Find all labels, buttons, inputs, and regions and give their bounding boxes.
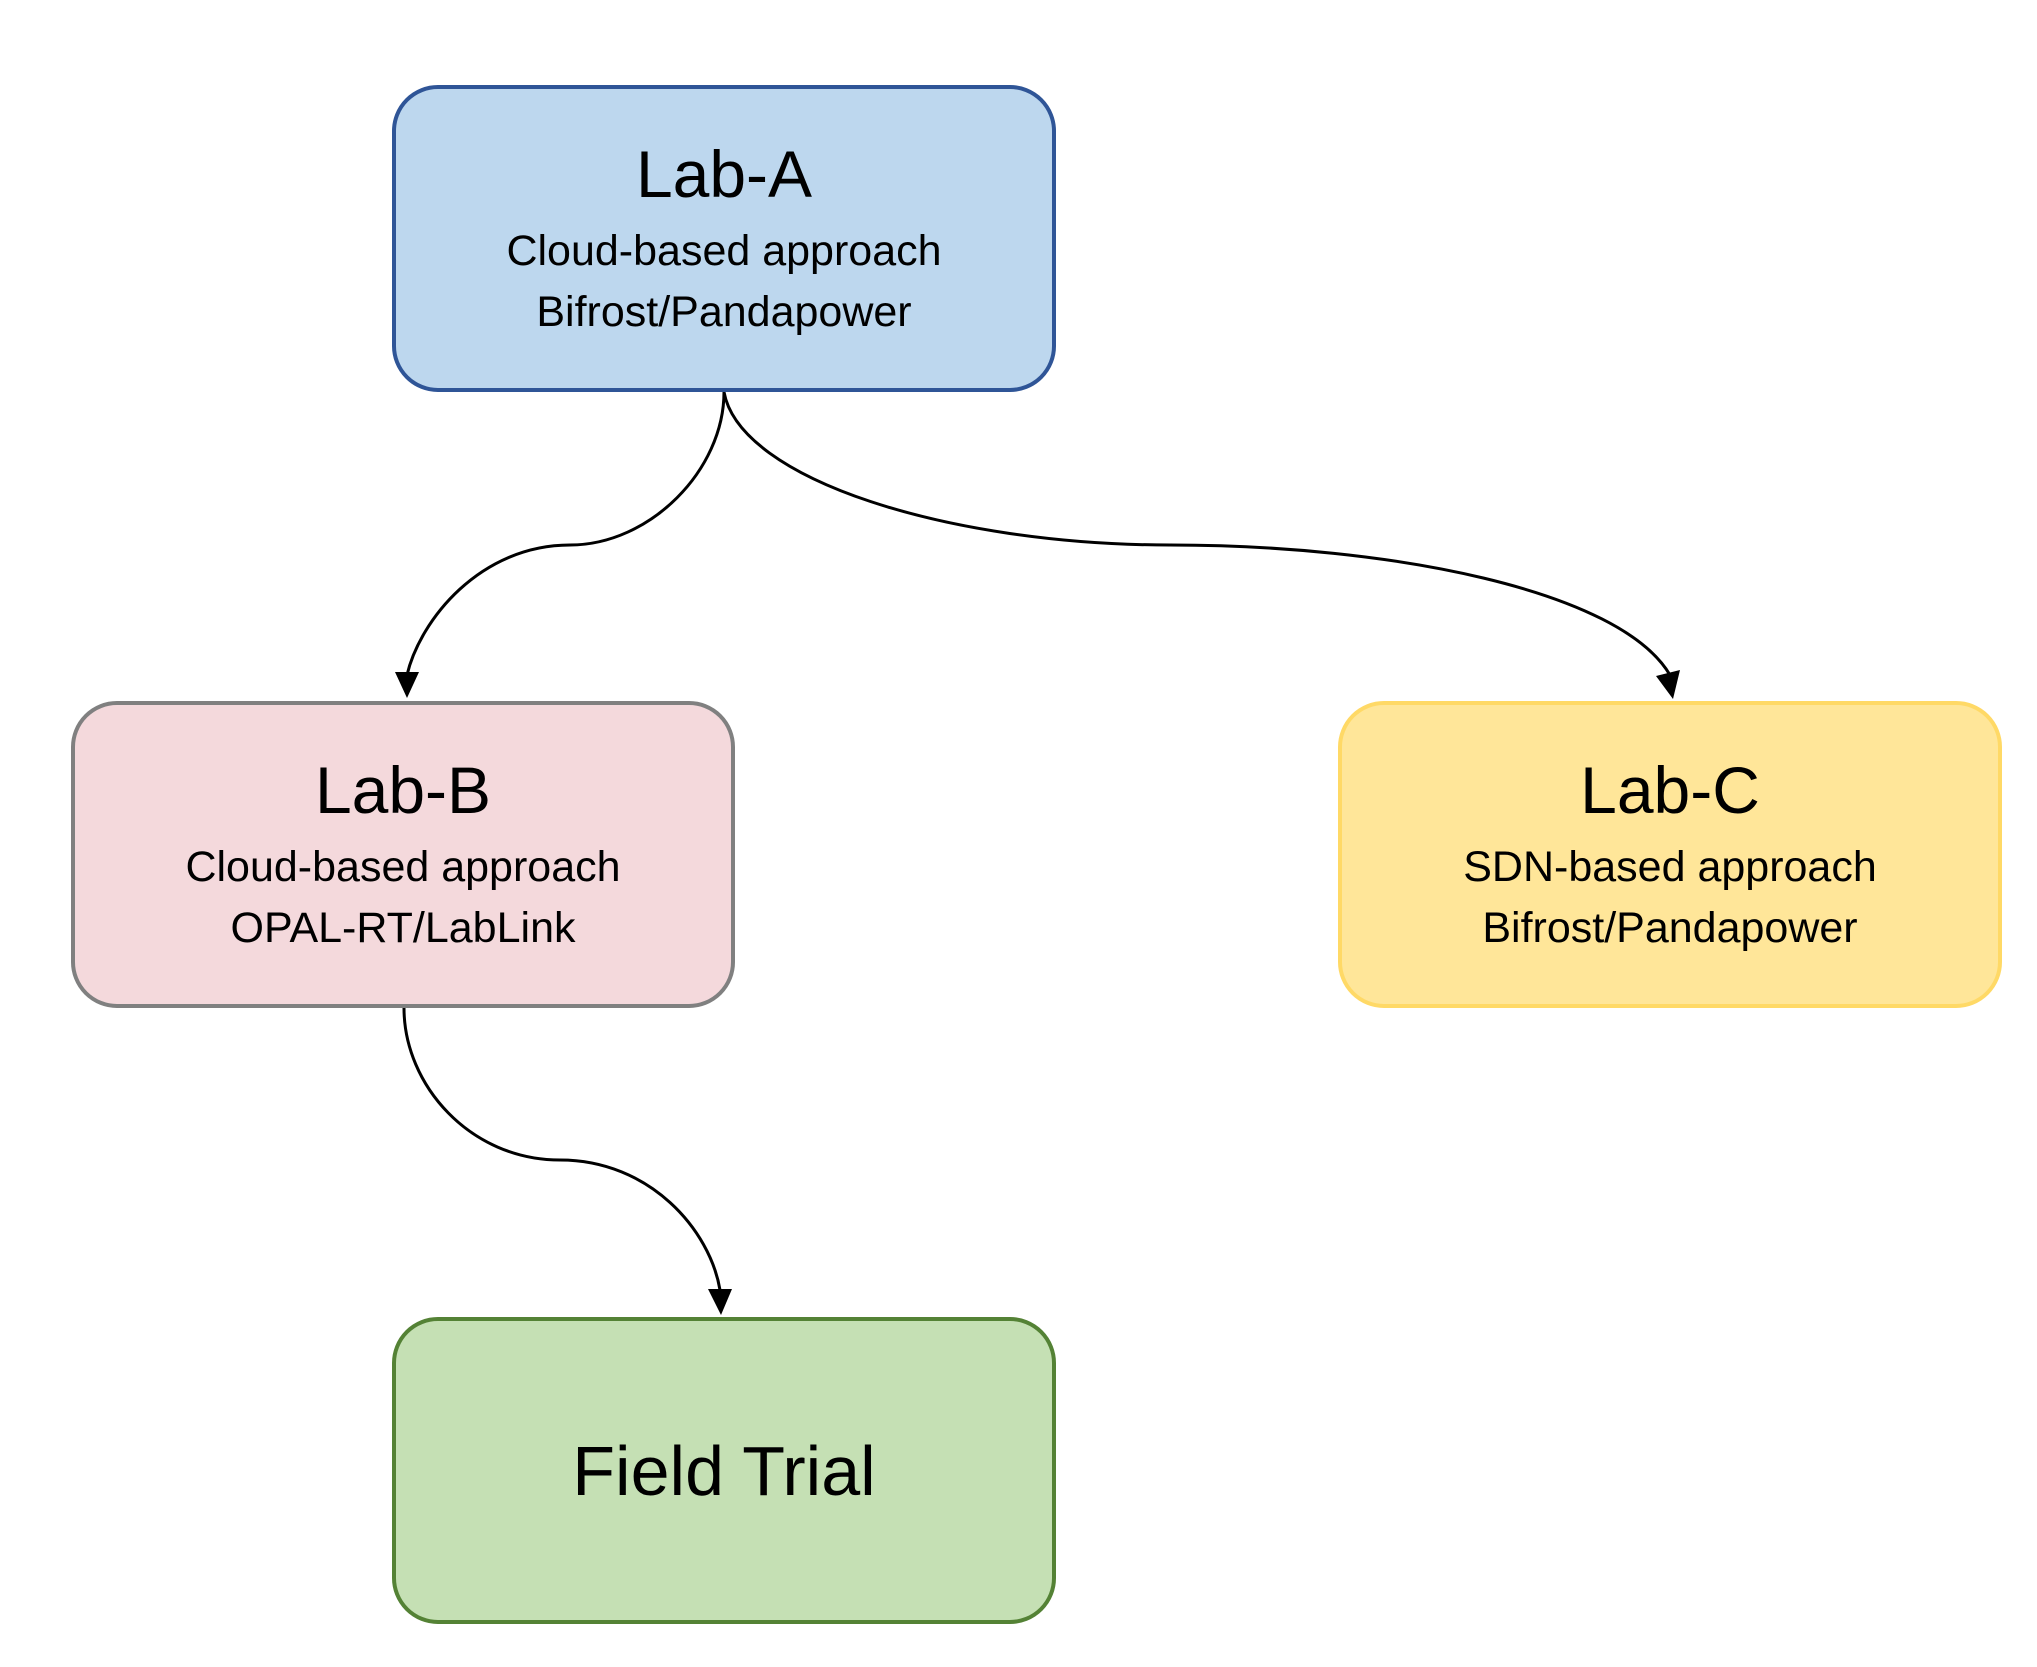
- arrowhead-field-trial: [708, 1289, 732, 1315]
- node-lab-a: Lab-A Cloud-based approach Bifrost/Panda…: [392, 85, 1056, 392]
- node-tools: Bifrost/Pandapower: [1482, 903, 1858, 952]
- node-approach: Cloud-based approach: [506, 226, 942, 275]
- node-title: Lab-C: [1580, 752, 1760, 827]
- node-field-trial: Field Trial: [392, 1317, 1056, 1624]
- edge-lab-a-to-lab-c: [722, 391, 1672, 676]
- node-approach: SDN-based approach: [1463, 842, 1877, 891]
- node-title: Lab-B: [314, 752, 492, 827]
- node-tools: OPAL-RT/LabLink: [230, 903, 576, 952]
- arrowhead-lab-c: [1656, 670, 1680, 699]
- node-tools: Bifrost/Pandapower: [536, 287, 912, 336]
- node-lab-b: Lab-B Cloud-based approach OPAL-RT/LabLi…: [71, 701, 735, 1008]
- arrowhead-lab-b: [395, 672, 419, 698]
- edge-lab-b-to-field-trial: [402, 1007, 722, 1291]
- node-approach: Cloud-based approach: [185, 842, 621, 891]
- node-title: Field Trial: [572, 1431, 876, 1510]
- edge-lab-a-to-lab-b: [405, 391, 726, 676]
- node-lab-c: Lab-C SDN-based approach Bifrost/Pandapo…: [1338, 701, 2002, 1008]
- node-title: Lab-A: [635, 136, 813, 211]
